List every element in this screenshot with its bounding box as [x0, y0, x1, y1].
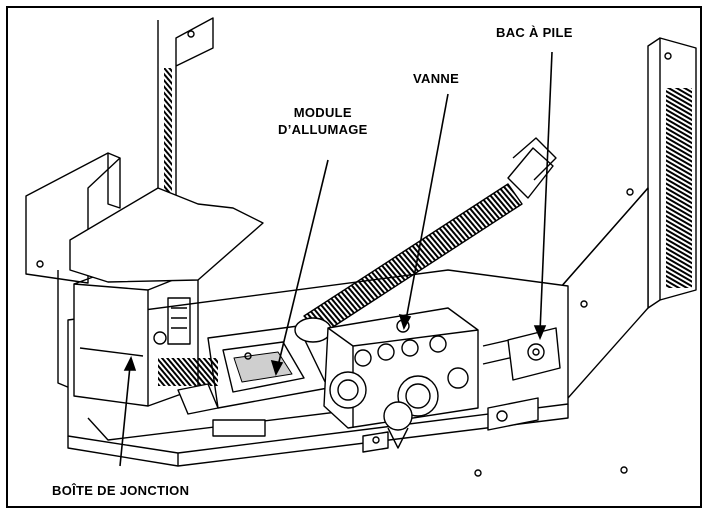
diagram-frame: BAC À PILE VANNE MODULE D’ALLUMAGE BOÎTE… [6, 6, 702, 508]
appliance-drawing [25, 17, 697, 477]
label-module: MODULE D’ALLUMAGE [278, 104, 368, 138]
leader-boite [119, 365, 131, 467]
arrowhead-bac-a-pile [533, 325, 547, 341]
leader-lines [119, 51, 553, 467]
arrowhead-vanne [398, 313, 412, 331]
cover-plate [69, 187, 264, 283]
label-module-line2: D’ALLUMAGE [278, 122, 368, 137]
label-boite-de-jonction: BOÎTE DE JONCTION [52, 483, 190, 498]
battery-tray [487, 327, 561, 431]
left-vent-bracket [157, 17, 214, 221]
gas-valve [323, 307, 519, 449]
label-bac-a-pile: BAC À PILE [496, 25, 573, 40]
leader-module [277, 159, 329, 367]
right-side-panel [559, 187, 649, 474]
ignition-module [158, 325, 329, 437]
arrowhead-module [270, 359, 284, 377]
gas-line [294, 137, 557, 343]
leader-bac-a-pile [539, 51, 553, 333]
leader-vanne [405, 93, 449, 321]
label-vanne: VANNE [413, 71, 460, 86]
label-module-line1: MODULE [293, 105, 352, 120]
arrowhead-boite [123, 355, 137, 371]
right-vent-bracket [647, 37, 697, 309]
